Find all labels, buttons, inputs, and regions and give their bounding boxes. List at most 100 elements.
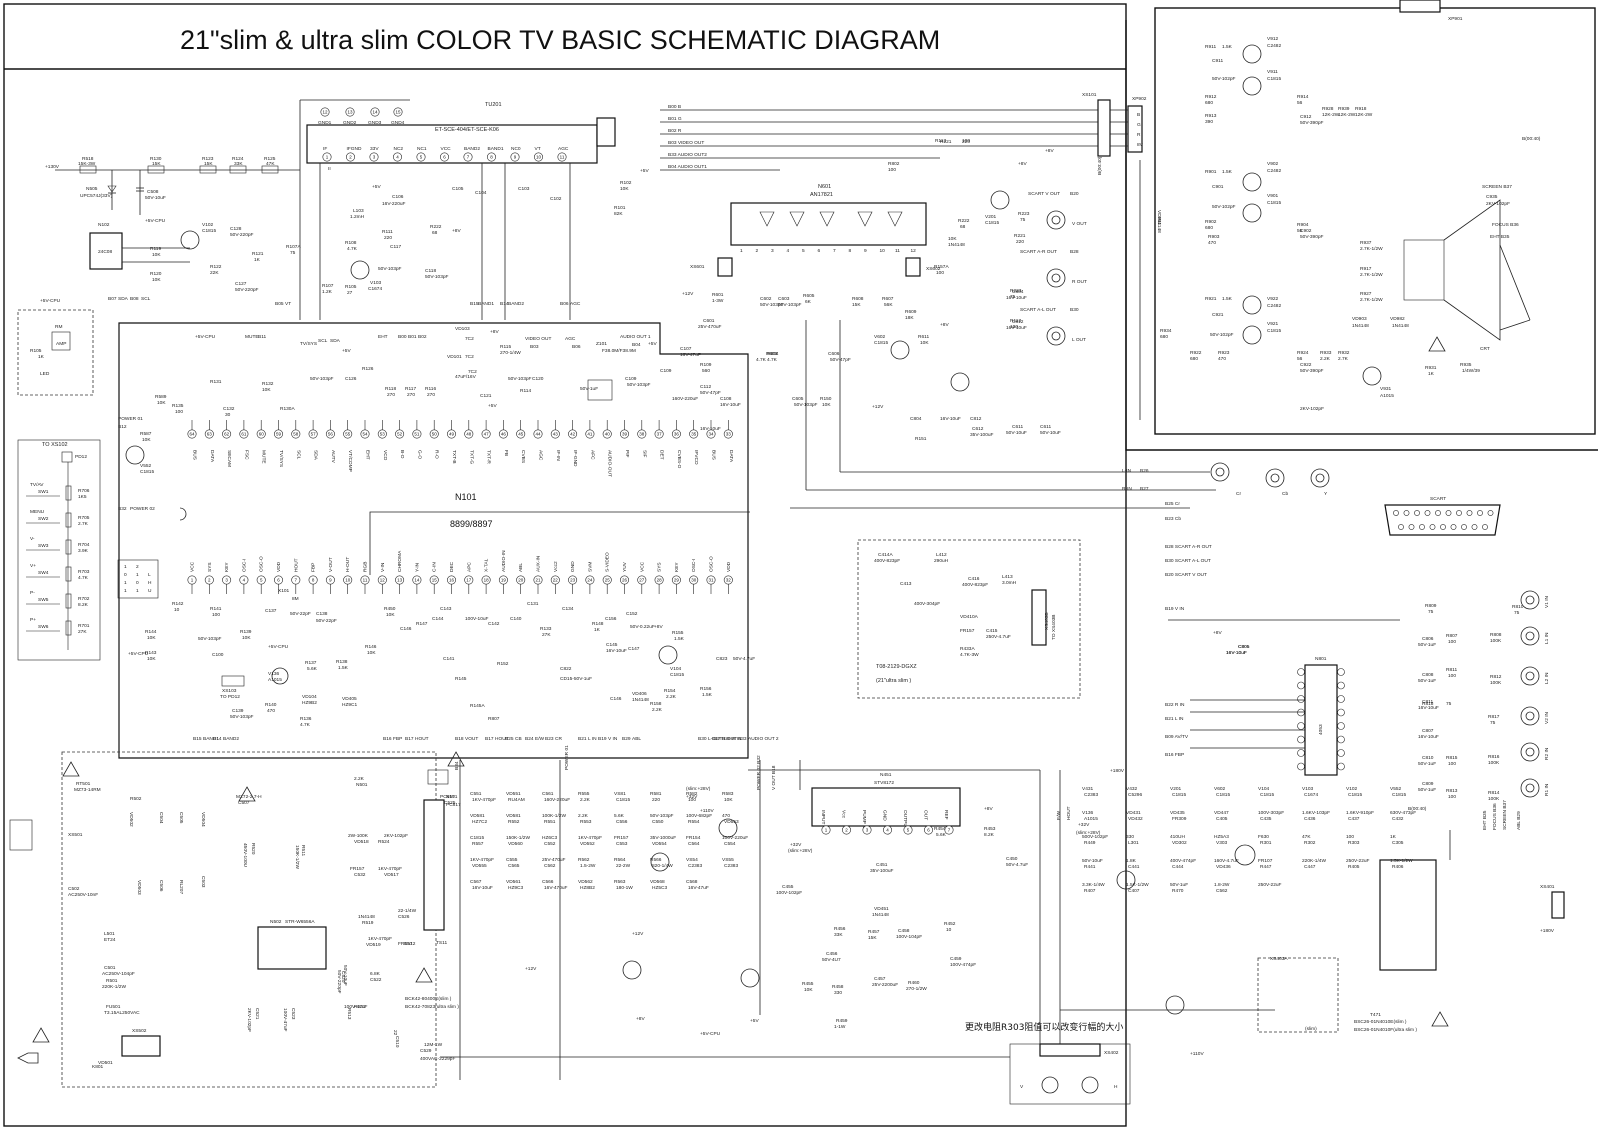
- horizontal-component: C1815: [1392, 792, 1406, 798]
- svg-text:+5V: +5V: [488, 403, 497, 409]
- vert-component: 5.6K: [936, 832, 947, 838]
- secondary-component: C553: [616, 841, 628, 847]
- svg-text:R589: R589: [155, 394, 167, 400]
- svg-text:B23 Cb: B23 Cb: [1165, 516, 1181, 522]
- tuner-pin-label: 33V: [370, 146, 379, 152]
- svg-text:5.6K: 5.6K: [307, 666, 318, 672]
- power-component: C501: [104, 965, 116, 971]
- svg-text:MUTE: MUTE: [245, 334, 259, 340]
- vert-pin-name: REF: [943, 810, 949, 820]
- power-component: XS501: [68, 832, 83, 838]
- crt-transistor: [1242, 203, 1262, 223]
- ic-top-pin: [671, 429, 681, 439]
- ic-top-pin-name: BUS: [192, 450, 198, 460]
- secondary-component: 160V-220uF: [544, 797, 570, 803]
- svg-text:SCL: SCL: [318, 338, 328, 344]
- svg-text:50V-10uF: 50V-10uF: [1006, 430, 1027, 436]
- horizontal-component: VD302: [1172, 840, 1187, 846]
- horizontal-component: 1.6KV-103pF: [1302, 810, 1330, 816]
- secondary-component: R554: [688, 819, 700, 825]
- secondary-component: VS54: [686, 857, 698, 863]
- pin-number: 37: [657, 432, 663, 437]
- pin-number: 4: [243, 578, 246, 583]
- secondary-component: 1KV-470pF: [470, 857, 494, 863]
- pin-number: 4: [886, 828, 889, 833]
- pin-number: 31: [708, 578, 714, 583]
- audio-component-label: 16V-10uF: [700, 426, 721, 432]
- pin-number: 57: [311, 432, 317, 437]
- pin-number: 34: [708, 432, 714, 437]
- vert-section-labels: C455100V-102pFR45633KC45650V-4U7R458330R…: [776, 806, 1072, 1030]
- supply-8v: +8V: [1213, 630, 1222, 636]
- crt-diode-label: 1N4148: [1156, 216, 1162, 233]
- svg-text:10K: 10K: [386, 612, 395, 618]
- scart-side-component: C808: [1422, 672, 1434, 678]
- amplifier-symbol: [819, 211, 835, 227]
- ultra-slim-component: 400V-823pF: [962, 582, 988, 588]
- pin-number: 38: [639, 432, 645, 437]
- vert-component: 15K: [868, 935, 877, 941]
- svg-text:2.2K: 2.2K: [666, 694, 677, 700]
- svg-text:7C2: 7C2: [465, 336, 474, 342]
- ultra-slim-component: 290uH: [934, 558, 949, 564]
- rca-jack: [1520, 626, 1540, 646]
- pin-number: 47: [484, 432, 490, 437]
- crt-resistor-label: R921: [1205, 296, 1217, 302]
- scart-side-component: R811: [1446, 667, 1457, 673]
- rca-jack: [1520, 742, 1540, 762]
- svg-text:L IN: L IN: [588, 736, 597, 742]
- svg-text:SCREEN B37: SCREEN B37: [1482, 184, 1512, 190]
- wiring: [440, 109, 1451, 1080]
- scart-connector: SCART B28 SCART A-R OUT B30 SCART A-L OU…: [1165, 496, 1501, 578]
- scart-side-component: R817: [1488, 714, 1500, 720]
- vert-ic-pin: [841, 825, 851, 835]
- scart-side-component: R813: [1446, 788, 1458, 794]
- crt-resistor-label: R901: [1205, 169, 1217, 175]
- ic-bottom-pin-name: SYS: [657, 562, 663, 572]
- svg-text:B30: B30: [1070, 307, 1079, 313]
- horizontal-component: 3.3K-1/4W: [1082, 882, 1105, 888]
- power-component: 50V-220pF: [336, 970, 342, 994]
- svg-text:B18: B18: [455, 736, 464, 742]
- pin-number: 3: [225, 578, 228, 583]
- svg-text:(21"ultra slim ): (21"ultra slim ): [876, 678, 911, 684]
- ic-bottom-pin-name: SYS: [207, 562, 213, 572]
- svg-text:+5V-CPU: +5V-CPU: [195, 334, 216, 340]
- svg-text:CB: CB: [515, 736, 522, 742]
- truth-table-cell: 0: [136, 580, 139, 586]
- vert-ic-pin: [862, 825, 872, 835]
- ic-bottom-pin-name: V-IN: [380, 562, 386, 572]
- pin-number: 63: [207, 432, 213, 437]
- svg-text:II: II: [328, 166, 331, 172]
- svg-text:B12: B12: [118, 424, 127, 430]
- secondary-component: 22-2W: [616, 863, 631, 869]
- crt-transistor-label: A1015: [1380, 393, 1394, 399]
- crt-transistor-label: C2482: [1267, 43, 1281, 49]
- secondary-component: R553: [580, 819, 592, 825]
- svg-text:C131: C131: [527, 601, 539, 607]
- ic-bottom-pin-name: H-OUT: [345, 557, 351, 572]
- av-switch-pins: [1297, 668, 1345, 771]
- svg-text:V136: V136: [268, 671, 280, 677]
- transistor-v602: [890, 340, 910, 360]
- svg-text:R: R: [1137, 132, 1141, 138]
- secondary-component: 100K-1/2W: [542, 813, 566, 819]
- rca-jack: [1520, 706, 1540, 726]
- svg-text:100: 100: [962, 138, 970, 144]
- secondary-component: C555: [506, 857, 518, 863]
- crt-transistor-label: V902: [1267, 161, 1279, 167]
- truth-table-cell: 2: [136, 564, 139, 570]
- crt-cap-label: C902: [1300, 228, 1312, 234]
- svg-text:R109: R109: [700, 362, 712, 368]
- power-component: 100V-47uF: [282, 1008, 288, 1032]
- svg-text:EHT B35: EHT B35: [1490, 234, 1510, 240]
- crt-resistor-label: R912: [1205, 94, 1217, 100]
- power-component: 2.2K: [354, 776, 365, 782]
- svg-text:UPC574J(33V): UPC574J(33V): [80, 193, 113, 199]
- svg-text:R137: R137: [305, 660, 317, 666]
- ic-top-pin: [723, 429, 733, 439]
- crt-resistor-label: 680: [1205, 225, 1213, 231]
- vert-pin-name: OUT: [923, 810, 929, 820]
